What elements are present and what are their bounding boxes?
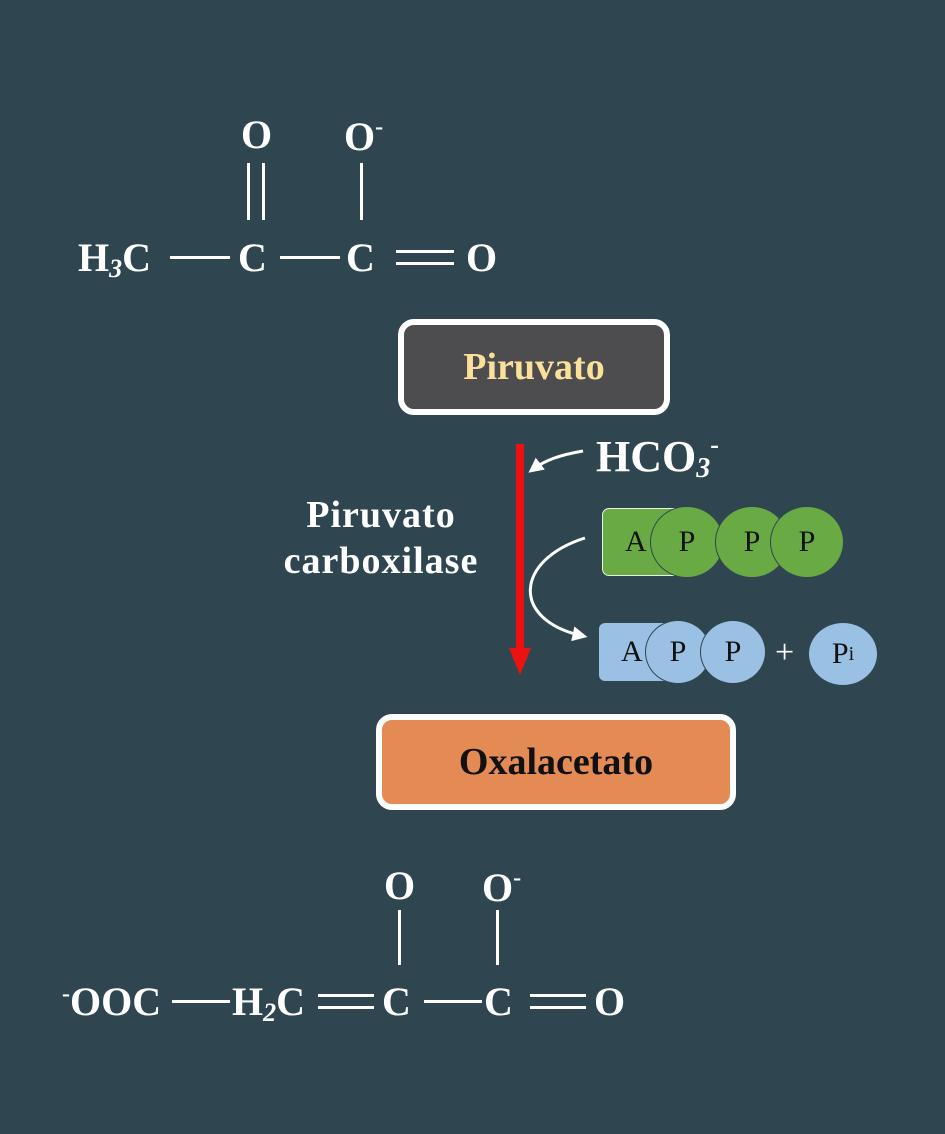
single-bond-line (398, 910, 401, 965)
pyruvate-carbon-2: C (238, 235, 267, 280)
single-bond-line (424, 1000, 482, 1003)
atp-phosphate-1: P (650, 506, 724, 578)
bicarbonate-label: HCO3- (596, 430, 719, 484)
oxaloacetate-label-box: Oxalacetato (376, 714, 736, 810)
pyruvate-carbonyl-oxygen: O (241, 112, 273, 157)
double-bond-line (318, 994, 374, 997)
double-bond-line (530, 994, 586, 997)
pyruvate-carbon-1: C (346, 235, 375, 280)
oxaloacetate-carbon-2: C (382, 979, 411, 1024)
enzyme-name-line1: Piruvato (306, 494, 456, 536)
oxaloacetate-carbon-1: C (484, 979, 513, 1024)
oxaloacetate-carboxyl-oxygen: O (594, 979, 626, 1024)
pyruvate-carboxylate-oxygen: O- (344, 114, 384, 159)
pyruvate-methyl-group: H3C (78, 235, 152, 283)
oxaloacetate-methylene-group: H2C (232, 979, 306, 1027)
atp-to-adp-arrow (528, 536, 588, 642)
double-bond-line (247, 163, 250, 220)
oxaloacetate-carboxylate-group: -OOC (62, 979, 162, 1024)
single-bond-line (172, 1000, 230, 1003)
single-bond-line (280, 256, 340, 259)
atp-phosphate-3: P (770, 506, 844, 578)
oxaloacetate-label: Oxalacetato (458, 741, 654, 783)
double-bond-line (318, 1006, 374, 1009)
pyruvate-label: Piruvato (463, 346, 605, 388)
oxaloacetate-carboxylate-oxygen: O- (482, 865, 522, 910)
reaction-arrow-shaft (516, 444, 524, 649)
enzyme-name-line2: carboxilase (283, 540, 479, 582)
double-bond-line (262, 163, 265, 220)
double-bond-line (530, 1006, 586, 1009)
pyruvate-carboxyl-oxygen: O (466, 235, 498, 280)
plus-sign: + (775, 634, 795, 671)
adp-adenosine-label: A (621, 635, 643, 668)
double-bond-line (396, 262, 454, 265)
enzyme-label: Piruvato carboxilase (252, 492, 510, 584)
reaction-arrow-head (509, 648, 531, 675)
single-bond-line (496, 910, 499, 965)
bicarbonate-entry-arrow (528, 449, 584, 473)
atp-adenosine-label: A (625, 525, 647, 558)
pyruvate-label-box: Piruvato (398, 319, 670, 415)
oxaloacetate-carbonyl-oxygen: O (384, 863, 416, 908)
double-bond-line (396, 250, 454, 253)
single-bond-line (360, 163, 363, 220)
adp-phosphate-2: P (700, 620, 766, 684)
single-bond-line (170, 256, 230, 259)
